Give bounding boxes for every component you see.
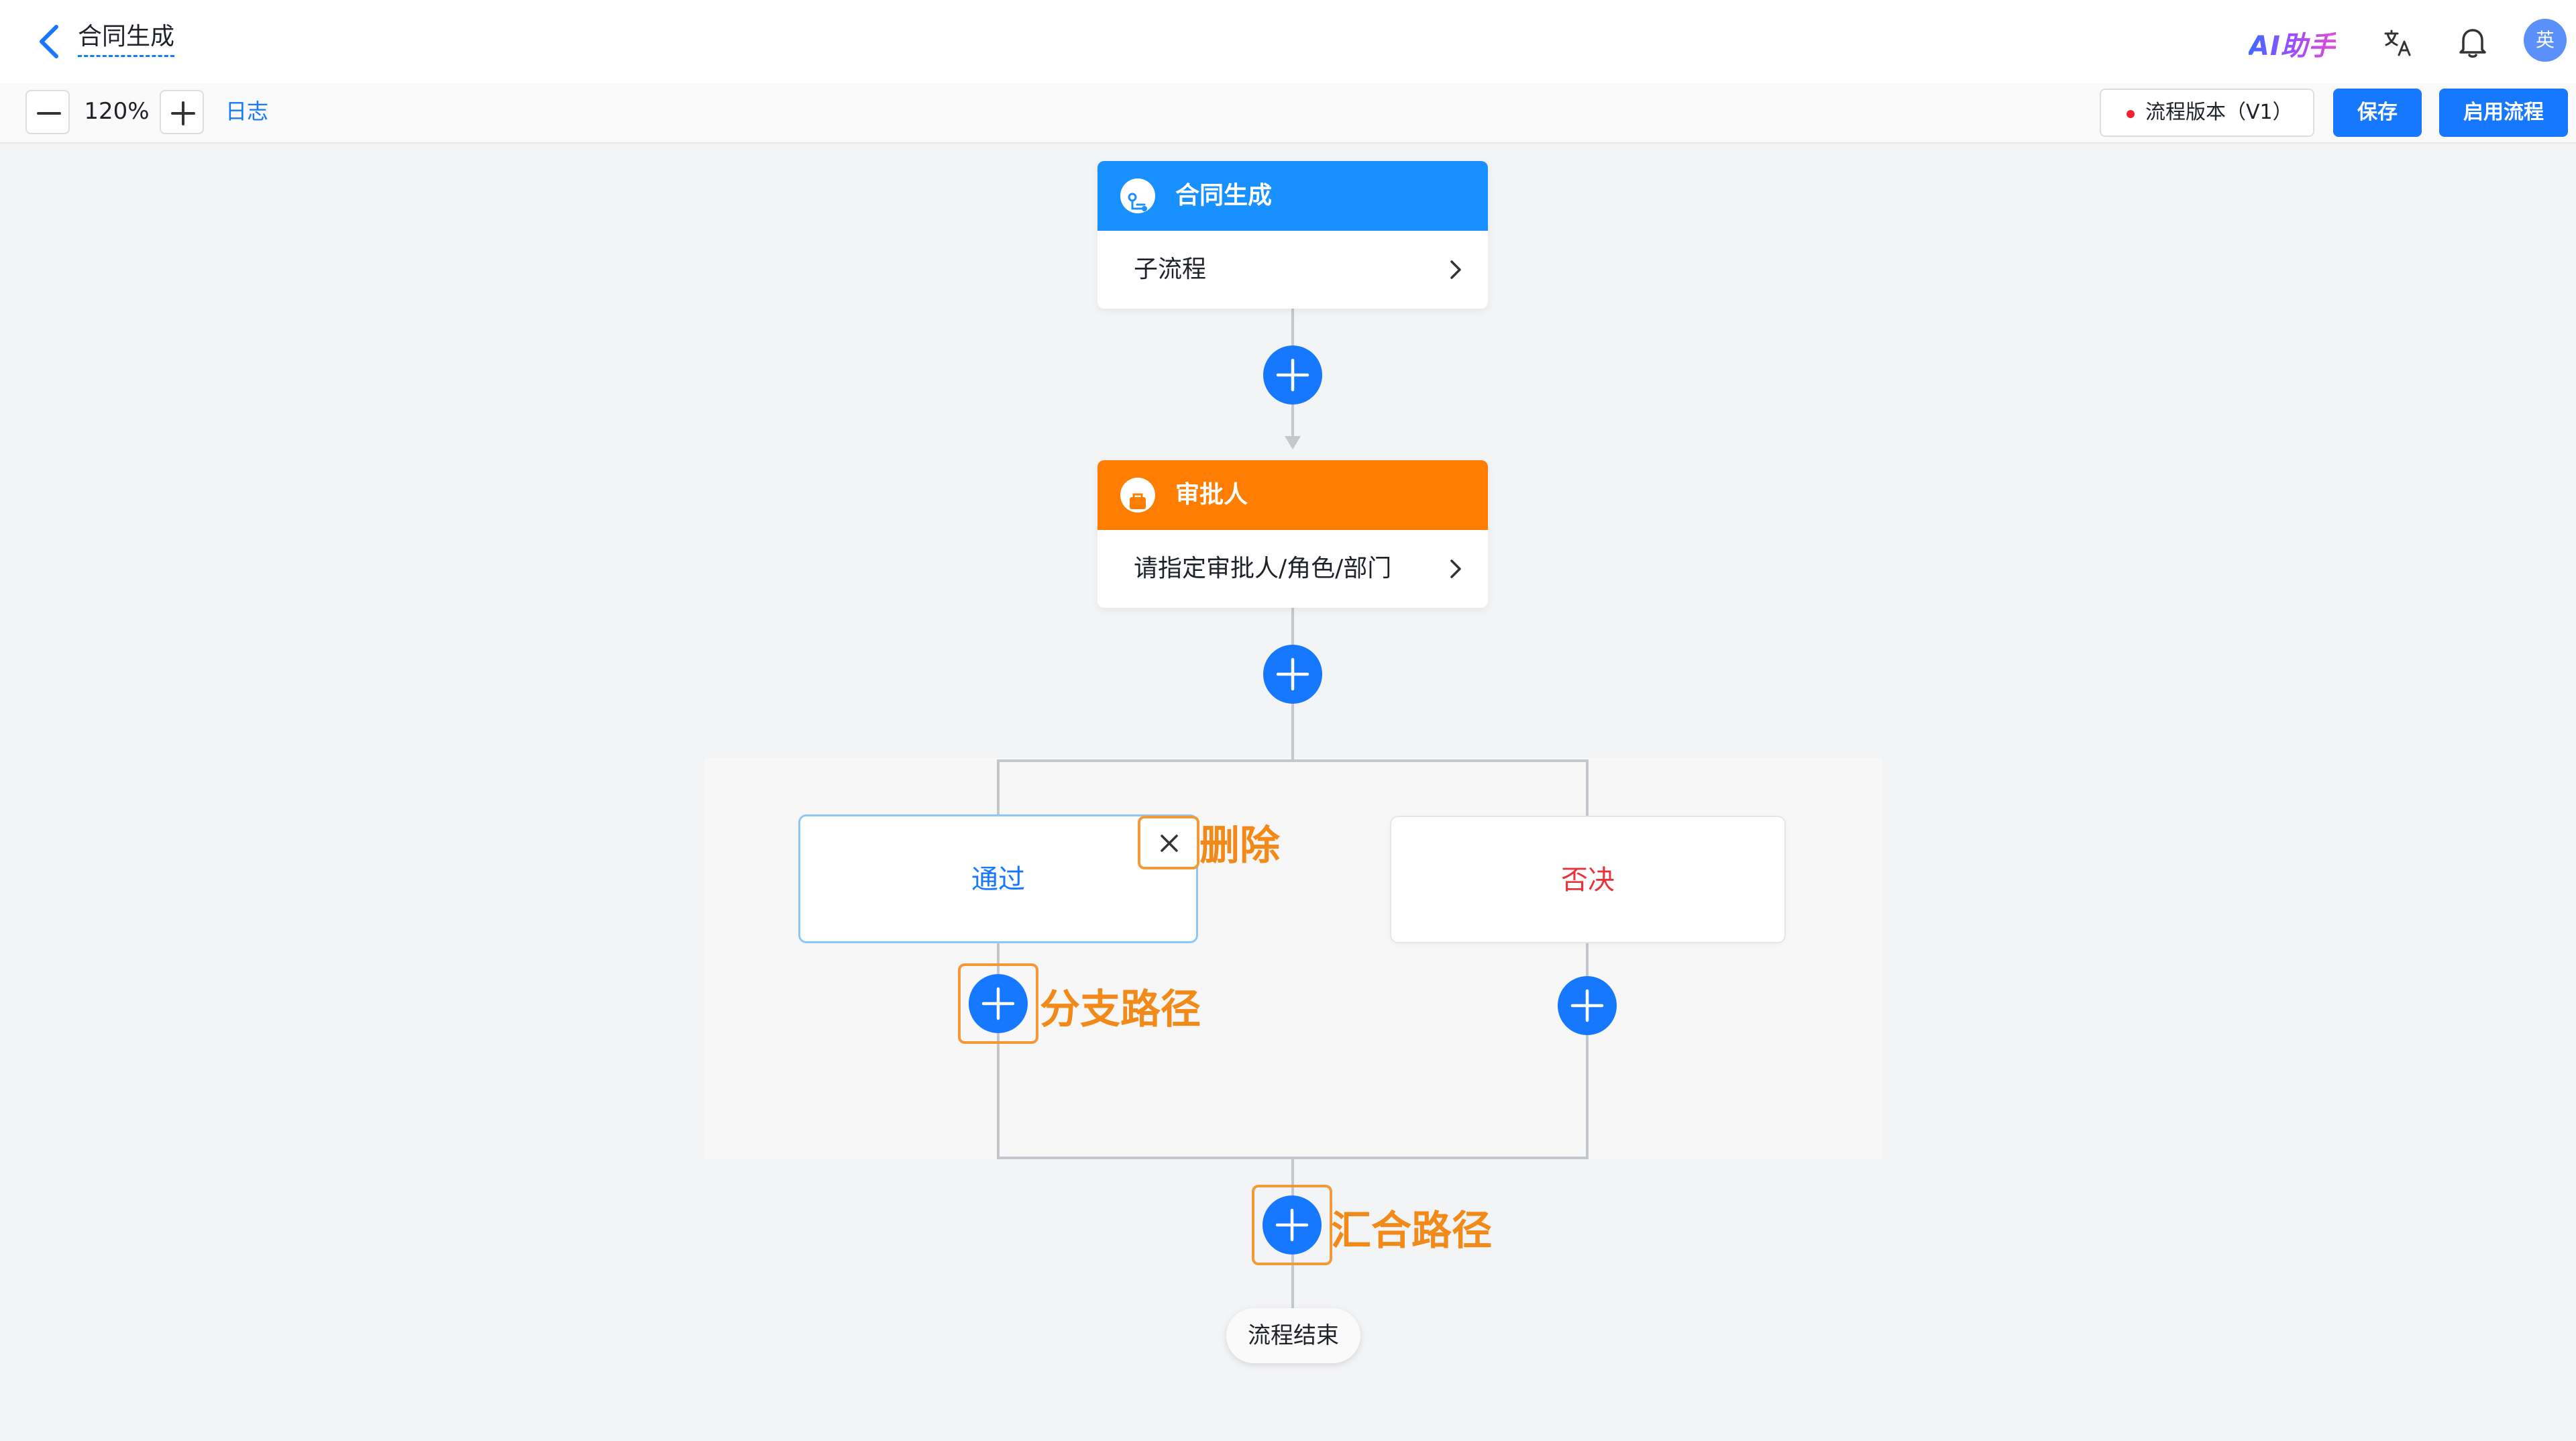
approver-node-body[interactable]: 请指定审批人/角色/部门: [1097, 530, 1488, 608]
save-button[interactable]: 保存: [2333, 89, 2422, 137]
annotation-branch-path: 分支路径: [1040, 986, 1201, 1033]
approver-node-desc: 请指定审批人/角色/部门: [1134, 555, 1392, 582]
delete-branch-button[interactable]: [1138, 816, 1199, 869]
branch-line-right: [1586, 759, 1589, 1159]
plus-icon: [171, 101, 195, 125]
highlight-box: [1252, 1185, 1332, 1265]
zoom-in-button[interactable]: [160, 90, 204, 134]
branch-condition-pass[interactable]: 通过: [798, 814, 1198, 943]
branch-split-line: [997, 759, 1589, 762]
subprocess-node-body[interactable]: 子流程: [1097, 231, 1488, 309]
chevron-right-icon: [1450, 559, 1461, 578]
plus-icon: [1276, 358, 1309, 392]
subprocess-node-desc: 子流程: [1134, 256, 1207, 283]
enable-flow-button[interactable]: 启用流程: [2439, 89, 2568, 137]
plus-icon: [1276, 657, 1309, 691]
subprocess-node-title: 合同生成: [1175, 182, 1273, 209]
add-node-button[interactable]: [1263, 345, 1322, 405]
plus-icon: [1275, 1208, 1309, 1242]
add-branch-node-button[interactable]: [969, 974, 1028, 1033]
annotation-merge-path: 汇合路径: [1331, 1208, 1492, 1255]
add-branch-node-button[interactable]: [1558, 976, 1617, 1035]
branch-line-left: [997, 759, 1000, 1159]
annotation-delete: 删除: [1199, 822, 1280, 869]
zoom-out-button[interactable]: [25, 90, 70, 134]
approver-node[interactable]: 审批人 请指定审批人/角色/部门: [1097, 460, 1488, 608]
subprocess-node-header: 合同生成: [1097, 161, 1488, 231]
arrow-down-icon: [1285, 436, 1301, 449]
plus-icon: [1570, 989, 1604, 1022]
branch-merge-line: [997, 1157, 1589, 1159]
flow-end-node: 流程结束: [1226, 1308, 1360, 1363]
close-icon: [1161, 835, 1178, 852]
subprocess-icon: [1120, 178, 1155, 213]
plus-icon: [981, 987, 1015, 1020]
log-link[interactable]: 日志: [225, 99, 269, 124]
top-header: [0, 0, 2576, 83]
bell-icon[interactable]: [2457, 25, 2489, 59]
page-title[interactable]: 合同生成: [78, 20, 175, 57]
approver-node-header: 审批人: [1097, 460, 1488, 530]
version-label: 流程版本（V1）: [2145, 101, 2293, 124]
back-arrow-icon[interactable]: [30, 20, 70, 63]
minus-icon: [37, 112, 61, 115]
approver-node-title: 审批人: [1175, 481, 1248, 509]
avatar[interactable]: 英: [2524, 19, 2567, 62]
ai-assistant-button[interactable]: AI助手: [2249, 24, 2336, 63]
approver-icon: [1120, 478, 1155, 513]
add-merge-node-button[interactable]: [1263, 1195, 1322, 1255]
translate-icon[interactable]: [2383, 28, 2412, 58]
add-node-button[interactable]: [1263, 645, 1322, 704]
version-selector[interactable]: 流程版本（V1）: [2100, 89, 2314, 137]
chevron-right-icon: [1450, 260, 1461, 279]
branch-condition-reject[interactable]: 否决: [1390, 816, 1786, 943]
zoom-level: 120%: [84, 98, 150, 125]
subprocess-node[interactable]: 合同生成 子流程: [1097, 161, 1488, 309]
highlight-box: [958, 963, 1038, 1044]
version-status-dot: [2127, 110, 2135, 118]
